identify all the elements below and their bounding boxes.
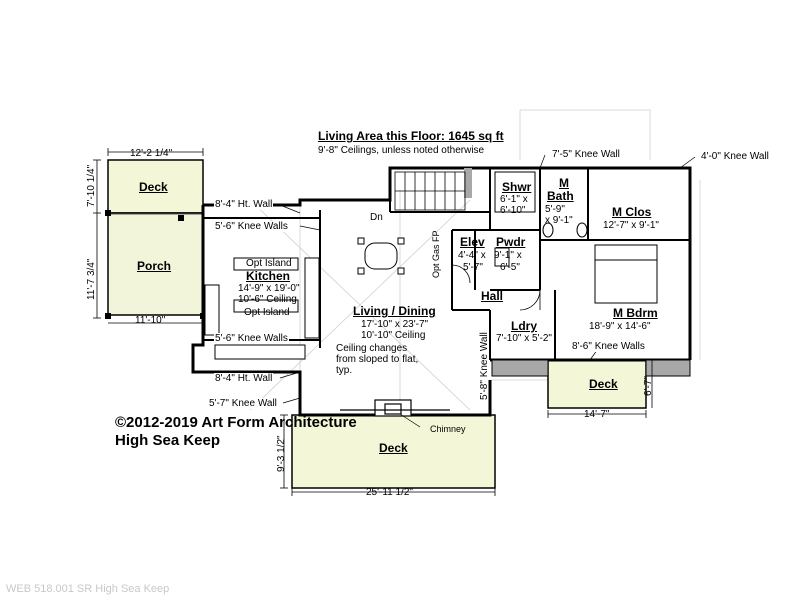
dim-m-bath-2: x 9'-1" (545, 215, 573, 226)
dim-elevator-1: 4'-4" x (458, 250, 486, 261)
label-stairs-down: Dn (370, 212, 383, 223)
label-knee-wall-5-8: 5'-8" Knee Wall (479, 332, 490, 400)
room-m-bedroom: M Bdrm (613, 306, 658, 320)
room-bedroom-deck: Deck (589, 377, 618, 391)
dim-porch-inner: 11'-10" (135, 315, 166, 326)
gray-knee-wall-band-left (491, 359, 549, 377)
stair-gray-wall (464, 168, 472, 198)
stairs (394, 171, 466, 211)
dim-main-deck-width: 25'-11 1/2" (366, 487, 413, 498)
label-knee-wall-4-0: 4'-0" Knee Wall (700, 151, 770, 162)
room-m-closet: M Clos (612, 205, 652, 219)
ceiling-living: 10'-10" Ceiling (361, 330, 426, 341)
dim-bedroom-deck-width: 14'-7" (584, 409, 610, 420)
label-knee-walls-kitchen: 5'-6" Knee Walls (214, 333, 289, 344)
dim-powder-1: 9'-1" x (494, 250, 522, 261)
dim-laundry: 7'-10" x 5'-2" (496, 333, 552, 344)
room-porch: Porch (137, 259, 172, 273)
room-laundry: Ldry (511, 319, 538, 333)
watermark-text: WEB 518.001 SR High Sea Keep (6, 583, 170, 595)
dim-main-deck-depth: 9'-3 1/2" (276, 435, 287, 472)
dim-kitchen: 14'-9" x 19'-0" (238, 283, 300, 294)
bedroom-deck-area (547, 359, 647, 409)
bed (594, 244, 658, 304)
fireplace (340, 399, 450, 417)
room-kitchen: Kitchen (246, 269, 291, 283)
label-opt-island-2: Opt Island (244, 307, 290, 318)
kitchen-counters (204, 257, 320, 360)
roof-guide-lines (249, 109, 701, 440)
room-m-bath-line1: M (559, 176, 569, 190)
ceiling-note-general: 9'-8" Ceilings, unless noted otherwise (318, 145, 485, 156)
label-knee-wall-5-7: 5'-7" Knee Wall (208, 398, 278, 409)
copyright-line1: ©2012-2019 Art Form Architecture (115, 414, 357, 431)
dim-shower: 6'-1" x 6'-10" (500, 194, 528, 216)
room-m-bath-line2: Bath (547, 189, 574, 203)
room-powder: Pwdr (496, 235, 526, 249)
ceiling-kitchen: 10'-6" Ceiling (238, 294, 297, 305)
dim-porch-width: 12'-2 1/4" (130, 148, 173, 159)
label-ht-wall-bottom: 8'-4" Ht. Wall (214, 373, 274, 384)
label-chimney: Chimney (430, 424, 466, 434)
label-ht-wall-top: 8'-4" Ht. Wall (214, 199, 274, 210)
dim-m-bath-1: 5'-9" (545, 204, 565, 215)
gray-knee-wall-band-right (645, 359, 691, 377)
doors (451, 264, 541, 311)
label-knee-walls-8-6: 8'-6" Knee Walls (571, 341, 646, 352)
label-opt-island-1: Opt Island (246, 258, 292, 269)
dim-bedroom-deck-depth: 6'-7" (643, 376, 654, 396)
dim-porch-deck-depth: 7'-10 1/4" (86, 164, 97, 207)
dining-table (357, 237, 405, 275)
room-porch-deck: Deck (139, 180, 168, 194)
porch-deck-area (107, 159, 204, 214)
label-knee-wall-7-5: 7'-5" Knee Wall (551, 149, 621, 160)
label-opt-gas-fp: Opt Gas FP (431, 230, 441, 278)
bath-fixtures (494, 171, 588, 267)
main-deck-area (291, 414, 496, 489)
dim-porch-depth: 11'-7 3/4" (86, 258, 97, 300)
room-living-dining: Living / Dining (353, 304, 436, 318)
copyright-line2: High Sea Keep (115, 432, 221, 449)
room-main-deck: Deck (379, 441, 408, 455)
label-knee-walls-top: 5'-6" Knee Walls (214, 221, 289, 232)
dim-powder-2: 6'-5" (500, 262, 520, 273)
living-area-title: Living Area this Floor: 1645 sq ft (318, 129, 504, 143)
porch-area (107, 212, 204, 316)
dim-m-bedroom: 18'-9" x 14'-6" (589, 321, 651, 332)
dim-m-closet: 12'-7" x 9'-1" (603, 220, 659, 231)
room-hall: Hall (481, 289, 504, 303)
ceiling-change-note: Ceiling changes from sloped to flat, typ… (336, 343, 419, 376)
room-elevator: Elev (460, 235, 485, 249)
dim-elevator-2: 5'-7" (463, 262, 483, 273)
room-shower: Shwr (502, 180, 532, 194)
dim-living: 17'-10" x 23'-7" (361, 319, 429, 330)
dimension-lines (93, 148, 653, 496)
